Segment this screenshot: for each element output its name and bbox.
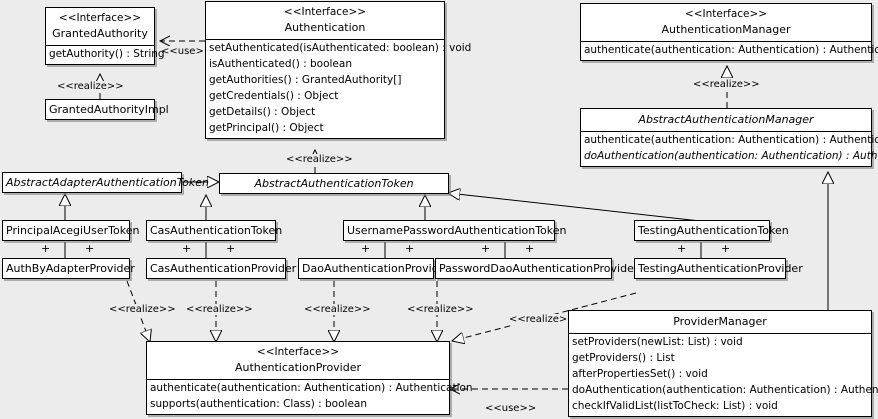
class-authentication[interactable]: <<Interface>> Authentication setAuthenti… — [205, 1, 472, 139]
edge-label-realize-abstractauthenticationmanager: <<realize>> — [692, 79, 761, 90]
class-name-label: CasAuthenticationToken — [150, 224, 283, 237]
assoc-plus-marker: + — [182, 242, 192, 255]
stereotype-label: <<Interface>> — [256, 346, 340, 358]
class-member: getProviders() : List — [572, 351, 675, 364]
class-abstract-authentication-token[interactable]: AbstractAuthenticationToken — [219, 173, 449, 194]
class-name-label: PasswordDaoAuthenticationProvider — [439, 262, 639, 275]
class-granted-authority-impl[interactable]: GrantedAuthorityImpl — [45, 99, 169, 120]
class-members: getAuthority() : String — [46, 46, 165, 64]
edge-testingauthenticationtoken-extends-abstractauthenticationtoken — [448, 193, 701, 222]
class-name-label: GrantedAuthority — [52, 27, 148, 41]
class-name-label: UsernamePasswordAuthenticationToken — [347, 224, 567, 237]
class-testing-authentication-token[interactable]: TestingAuthenticationToken — [634, 220, 789, 241]
class-name-label: AuthenticationProvider — [234, 361, 362, 375]
class-member: getDetails() : Object — [209, 105, 316, 118]
class-member: getAuthority() : String — [49, 48, 165, 61]
edge-label-realize-grantedauthorityimpl: <<realize>> — [56, 81, 125, 92]
assoc-plus-marker: + — [721, 242, 731, 255]
class-member: doAuthentication(authentication: Authent… — [584, 149, 878, 162]
edge-label-realize-authbyadapterprovider: <<realize>> — [108, 304, 177, 315]
class-name-label: TestingAuthenticationToken — [638, 224, 789, 237]
edge-label-realize-passworddaoauthenticationprovider: <<realize>> — [406, 304, 475, 315]
class-members: setProviders(newList: List) : void getPr… — [569, 334, 878, 416]
class-principal-acegi-user-token[interactable]: PrincipalAcegiUserToken — [2, 220, 139, 241]
class-abstract-adapter-authentication-token[interactable]: AbstractAdapterAuthenticationToken — [2, 172, 209, 193]
class-header: AbstractAuthenticationManager — [581, 109, 871, 132]
class-header: <<Interface>> Authentication — [206, 2, 444, 41]
class-testing-authentication-provider[interactable]: TestingAuthenticationProvider — [634, 258, 803, 279]
class-auth-by-adapter-provider[interactable]: AuthByAdapterProvider — [2, 258, 135, 279]
class-member: afterPropertiesSet() : void — [572, 367, 708, 380]
class-members: setAuthenticated(isAuthenticated: boolea… — [206, 40, 472, 138]
assoc-plus-marker: + — [41, 242, 51, 255]
class-name-label: CasAuthenticationProvider — [150, 262, 297, 275]
assoc-plus-marker: + — [361, 242, 371, 255]
class-name-label: AuthByAdapterProvider — [6, 262, 135, 275]
class-name-label: PrincipalAcegiUserToken — [6, 224, 140, 237]
edge-label-use-providermanager-authenticationprovider: <<use>> — [484, 403, 538, 414]
edge-label-use-authentication-grantedauthority: <<use>> — [160, 46, 214, 57]
class-authentication-provider[interactable]: <<Interface>> AuthenticationProvider aut… — [146, 341, 473, 416]
class-name-label: TestingAuthenticationProvider — [638, 262, 803, 275]
class-members: authenticate(authentication: Authenticat… — [581, 42, 878, 60]
class-cas-authentication-provider[interactable]: CasAuthenticationProvider — [146, 258, 296, 279]
class-members: authenticate(authentication: Authenticat… — [581, 132, 878, 166]
class-provider-manager[interactable]: ProviderManager setProviders(newList: Li… — [568, 310, 878, 417]
class-member: checkIfValidList(listToCheck: List) : vo… — [572, 399, 778, 412]
class-member: getPrincipal() : Object — [209, 121, 324, 134]
class-member: getCredentials() : Object — [209, 90, 339, 103]
class-granted-authority[interactable]: <<Interface>> GrantedAuthority getAuthor… — [45, 7, 165, 66]
class-name-label: AbstractAuthenticationToken — [254, 177, 414, 190]
stereotype-label: <<Interface>> — [283, 6, 367, 18]
assoc-plus-marker: + — [226, 242, 236, 255]
class-username-password-authentication-token[interactable]: UsernamePasswordAuthenticationToken — [343, 220, 567, 241]
class-member: setAuthenticated(isAuthenticated: boolea… — [209, 42, 472, 55]
assoc-plus-marker: + — [85, 242, 95, 255]
class-member: authenticate(authentication: Authenticat… — [150, 382, 473, 395]
class-member: isAuthenticated() : boolean — [209, 58, 352, 71]
class-name-label: AbstractAdapterAuthenticationToken — [6, 176, 209, 189]
edge-label-realize-abstractauthenticationtoken: <<realize>> — [285, 154, 354, 165]
class-cas-authentication-token[interactable]: CasAuthenticationToken — [146, 220, 282, 241]
edge-label-realize-daoauthenticationprovider: <<realize>> — [303, 304, 372, 315]
class-member: supports(authentication: Class) : boolea… — [150, 398, 367, 411]
class-password-dao-authentication-provider[interactable]: PasswordDaoAuthenticationProvider — [435, 258, 638, 279]
stereotype-label: <<Interface>> — [684, 8, 768, 20]
class-authentication-manager[interactable]: <<Interface>> AuthenticationManager auth… — [580, 3, 878, 62]
assoc-plus-marker: + — [481, 242, 491, 255]
class-member: authenticate(authentication: Authenticat… — [584, 133, 878, 146]
class-header: <<Interface>> AuthenticationManager — [581, 4, 871, 43]
edge-label-realize-casauthenticationprovider: <<realize>> — [185, 304, 254, 315]
assoc-plus-marker: + — [677, 242, 687, 255]
class-name-label: Authentication — [284, 21, 366, 35]
class-name-label: GrantedAuthorityImpl — [49, 103, 169, 116]
class-name-label: AuthenticationManager — [661, 23, 791, 37]
class-name-label: AbstractAuthenticationManager — [638, 113, 814, 126]
class-member: getAuthorities() : GrantedAuthority[] — [209, 74, 402, 87]
class-dao-authentication-provider[interactable]: DaoAuthenticationProvider — [298, 258, 450, 279]
class-header: ProviderManager — [569, 311, 871, 334]
class-member: doAuthentication(authentication: Authent… — [572, 383, 878, 396]
class-header: <<Interface>> GrantedAuthority — [46, 8, 154, 47]
class-member: authenticate(authentication: Authenticat… — [584, 44, 878, 57]
stereotype-label: <<Interface>> — [58, 12, 142, 24]
class-name-label: ProviderManager — [673, 315, 767, 328]
class-header: <<Interface>> AuthenticationProvider — [147, 342, 449, 381]
class-name-label: DaoAuthenticationProvider — [302, 262, 450, 275]
assoc-plus-marker: + — [525, 242, 535, 255]
edge-label-realize-testingauthenticationprovider: <<realize>> — [508, 314, 577, 325]
class-members: authenticate(authentication: Authenticat… — [147, 380, 473, 414]
class-member: setProviders(newList: List) : void — [572, 335, 743, 348]
assoc-plus-marker: + — [405, 242, 415, 255]
class-abstract-authentication-manager[interactable]: AbstractAuthenticationManager authentica… — [580, 108, 878, 167]
